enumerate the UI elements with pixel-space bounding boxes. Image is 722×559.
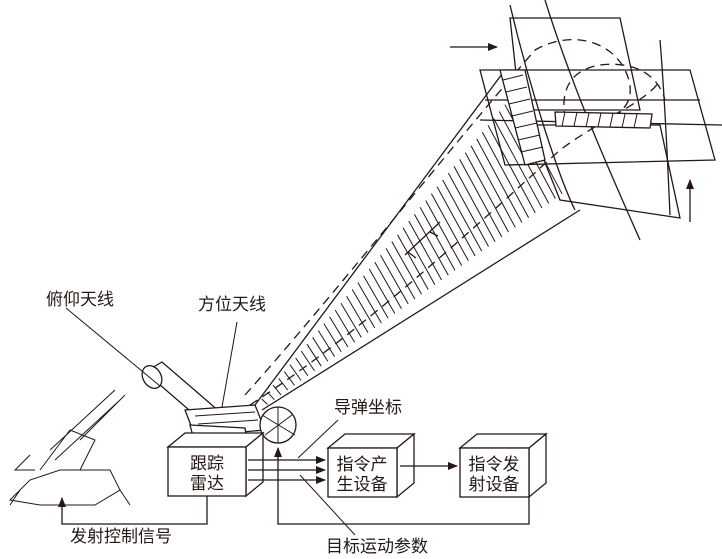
radar-antennas	[141, 361, 297, 449]
beam-hatch-line	[397, 234, 429, 290]
radar-beam	[244, 38, 661, 411]
tracking-radar-label-1: 跟踪	[190, 454, 224, 474]
beam-hatch-line	[436, 186, 476, 257]
beam-hatch-line	[425, 200, 463, 266]
signal-connectors	[58, 447, 530, 525]
leader-lines	[65, 307, 356, 536]
command-generator-label-1: 指令产	[337, 455, 388, 475]
beam-hatch-line	[346, 296, 369, 333]
beam-hatching	[261, 97, 563, 405]
beam-hatch-line	[453, 166, 496, 242]
beam-hatch-line	[312, 337, 329, 362]
beam-hatch-line	[329, 316, 349, 348]
beam-hatch-line	[334, 309, 356, 343]
command-generator-label-2: 生设备	[337, 475, 388, 495]
beam-hatch-line	[289, 364, 302, 381]
command-transmitter-label-2: 射设备	[469, 475, 520, 495]
command-transmitter-box: 指令发 射设备	[458, 432, 548, 499]
target-area-grid	[404, 0, 722, 259]
tracking-radar-label-2: 雷达	[190, 474, 224, 494]
beam-hatch-line	[464, 152, 509, 233]
beam-hatch-line	[272, 384, 282, 396]
azimuth-antenna-label: 方位天线	[198, 295, 266, 315]
beam-hatch-line	[459, 159, 503, 238]
beam-hatch-line	[261, 398, 268, 405]
beam-hatch-line	[351, 289, 376, 329]
beam-hatch-line	[306, 343, 322, 367]
tracking-radar-box: 跟踪 雷达	[166, 431, 265, 498]
beam-hatch-line	[374, 261, 402, 309]
beam-hatch-line	[295, 357, 309, 376]
beam-hatch-line	[402, 227, 436, 286]
beam-hatch-line	[391, 241, 422, 295]
beam-hatch-line	[368, 268, 396, 314]
beam-hatch-line	[481, 131, 530, 218]
beam-hatch-line	[278, 378, 289, 391]
beam-hatch-line	[300, 350, 315, 372]
beam-hatch-line	[487, 124, 536, 214]
target-motion-params-label: 目标运动参数	[326, 537, 428, 557]
beam-hatch-line	[442, 179, 483, 252]
beam-hatch-line	[385, 248, 416, 300]
command-transmitter-label-1: 指令发	[469, 455, 520, 475]
beam-hatch-line	[493, 118, 543, 209]
beam-hatch-line	[413, 213, 449, 276]
beam-hatch-line	[430, 193, 469, 262]
beam-hatch-line	[408, 220, 443, 281]
beam-hatch-line	[476, 138, 523, 223]
pitch-antenna-label: 俯仰天线	[46, 290, 114, 310]
beam-hatch-line	[323, 323, 342, 353]
missile-launcher	[8, 389, 131, 506]
missile-coords-label: 导弹坐标	[334, 398, 402, 418]
beam-hatch-line	[340, 302, 362, 338]
launch-control-signal-label: 发射控制信号	[70, 527, 172, 547]
beam-hatch-line	[470, 145, 516, 228]
beam-hatch-line	[357, 282, 382, 324]
beam-hatch-line	[317, 330, 336, 357]
beam-hatch-line	[380, 254, 409, 305]
beam-hatch-line	[419, 207, 456, 271]
beam-hatch-line	[447, 172, 489, 247]
beam-hatch-line	[363, 275, 389, 319]
